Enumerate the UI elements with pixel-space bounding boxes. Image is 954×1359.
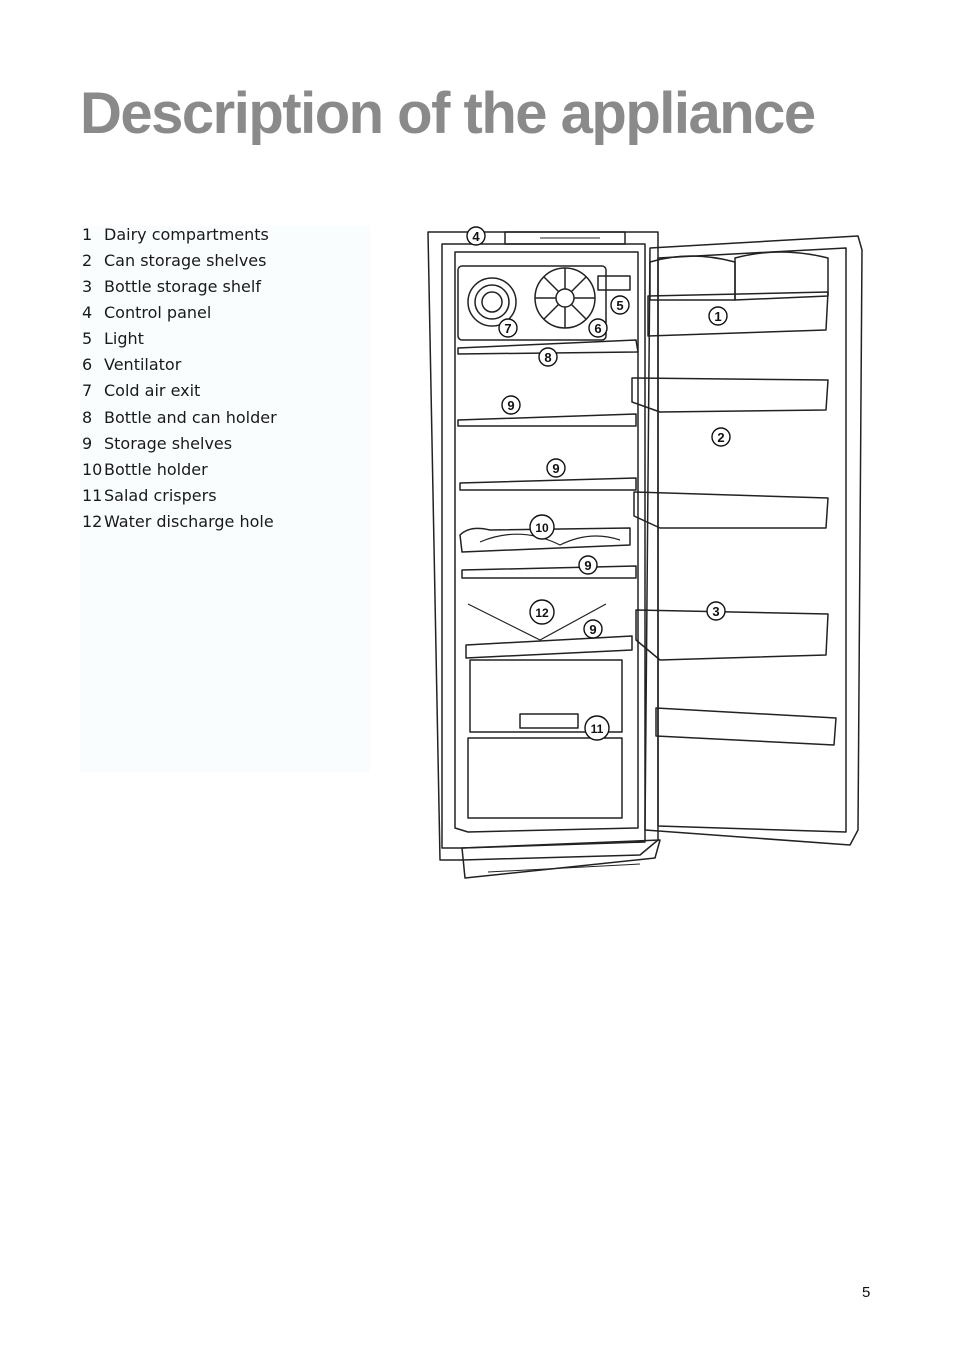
svg-text:2: 2 [717, 430, 724, 445]
shelf [459, 477, 637, 491]
legend-item: 3 Bottle storage shelf [82, 278, 261, 304]
legend-label: Bottle holder [104, 460, 208, 479]
cabinet-outline [427, 231, 659, 861]
legend-number: 7 [82, 381, 93, 400]
svg-text:9: 9 [584, 558, 591, 573]
legend-item: 6 Ventilator [82, 356, 181, 382]
svg-text:9: 9 [507, 398, 514, 413]
parts-legend: 1 Dairy compartments 2 Can storage shelves… [80, 226, 370, 772]
water-discharge [467, 603, 607, 641]
legend-label: Cold air exit [104, 381, 201, 400]
legend-label: Storage shelves [104, 434, 233, 453]
svg-text:7: 7 [504, 321, 511, 336]
legend-item: 1 Dairy compartments [82, 226, 269, 252]
svg-text:5: 5 [616, 298, 623, 313]
legend-number: 12 [82, 512, 103, 531]
callout-12: 12 [529, 599, 555, 625]
callout-9: 9 [578, 555, 598, 575]
callout-11: 11 [584, 715, 610, 741]
shelf [457, 413, 637, 427]
bottle-rack [459, 527, 631, 553]
callout-3: 3 [706, 601, 726, 621]
legend-number: 5 [82, 329, 93, 348]
svg-text:11: 11 [591, 722, 604, 736]
legend-label: Can storage shelves [104, 251, 267, 270]
dairy-lid [734, 251, 829, 301]
svg-text:12: 12 [535, 606, 549, 620]
svg-text:4: 4 [472, 229, 480, 244]
legend-label: Control panel [104, 303, 212, 322]
legend-item: 8 Bottle and can holder [82, 409, 277, 435]
legend-label: Water discharge hole [104, 512, 274, 531]
callout-8: 8 [538, 347, 558, 367]
callout-5: 5 [610, 295, 630, 315]
legend-label: Bottle storage shelf [104, 277, 261, 296]
legend-label: Ventilator [104, 355, 182, 374]
plinth [461, 839, 661, 879]
callout-4: 4 [466, 226, 486, 246]
callout-2: 2 [711, 427, 731, 447]
svg-text:1: 1 [714, 309, 721, 324]
callout-9: 9 [583, 619, 603, 639]
control-panel [504, 231, 626, 245]
crisper [469, 659, 623, 733]
shelf [465, 635, 633, 659]
legend-label: Bottle and can holder [104, 408, 277, 427]
legend-item: 2 Can storage shelves [82, 252, 266, 278]
svg-text:9: 9 [589, 622, 596, 637]
fan-housing [457, 265, 607, 341]
callout-9: 9 [546, 458, 566, 478]
legend-number: 9 [82, 434, 93, 453]
legend-item: 4 Control panel [82, 304, 211, 330]
callout-10: 10 [529, 514, 555, 540]
legend-label: Light [104, 329, 144, 348]
legend-number: 8 [82, 408, 93, 427]
cold-air-exit-grille [467, 277, 517, 327]
page-title: Description of the appliance [80, 81, 816, 146]
appliance-illustration: 4 5 6 7 8 9 9 10 9 12 9 11 1 2 3 [427, 226, 863, 879]
door-outline [644, 235, 863, 846]
page-number: 5 [862, 1284, 871, 1301]
legend-label: Salad crispers [104, 486, 217, 505]
callout-6: 6 [588, 318, 608, 338]
door-shelf [647, 291, 829, 337]
crisper [467, 737, 623, 819]
legend-number: 1 [82, 225, 93, 244]
dairy-lid [649, 255, 736, 301]
shelf [461, 565, 637, 579]
legend-item: 9 Storage shelves [82, 435, 232, 461]
svg-text:10: 10 [535, 521, 549, 535]
svg-text:3: 3 [712, 604, 719, 619]
svg-text:6: 6 [594, 321, 601, 336]
legend-number: 4 [82, 303, 93, 322]
door-shelf [635, 609, 829, 661]
legend-number: 3 [82, 277, 93, 296]
legend-item: 7 Cold air exit [82, 382, 200, 408]
light-unit [597, 275, 631, 291]
door-shelf [631, 377, 829, 413]
legend-number: 6 [82, 355, 93, 374]
callout-1: 1 [708, 306, 728, 326]
door-shelf [655, 707, 837, 746]
svg-text:8: 8 [544, 350, 551, 365]
legend-number: 2 [82, 251, 93, 270]
legend-number: 11 [82, 486, 103, 505]
callout-9: 9 [501, 395, 521, 415]
callout-7: 7 [498, 318, 518, 338]
door-shelf [633, 491, 829, 529]
legend-number: 10 [82, 460, 103, 479]
crisper-handle [519, 713, 579, 729]
legend-label: Dairy compartments [104, 225, 269, 244]
shelf [457, 339, 639, 355]
legend-item: 5 Light [82, 330, 144, 356]
svg-text:9: 9 [552, 461, 559, 476]
